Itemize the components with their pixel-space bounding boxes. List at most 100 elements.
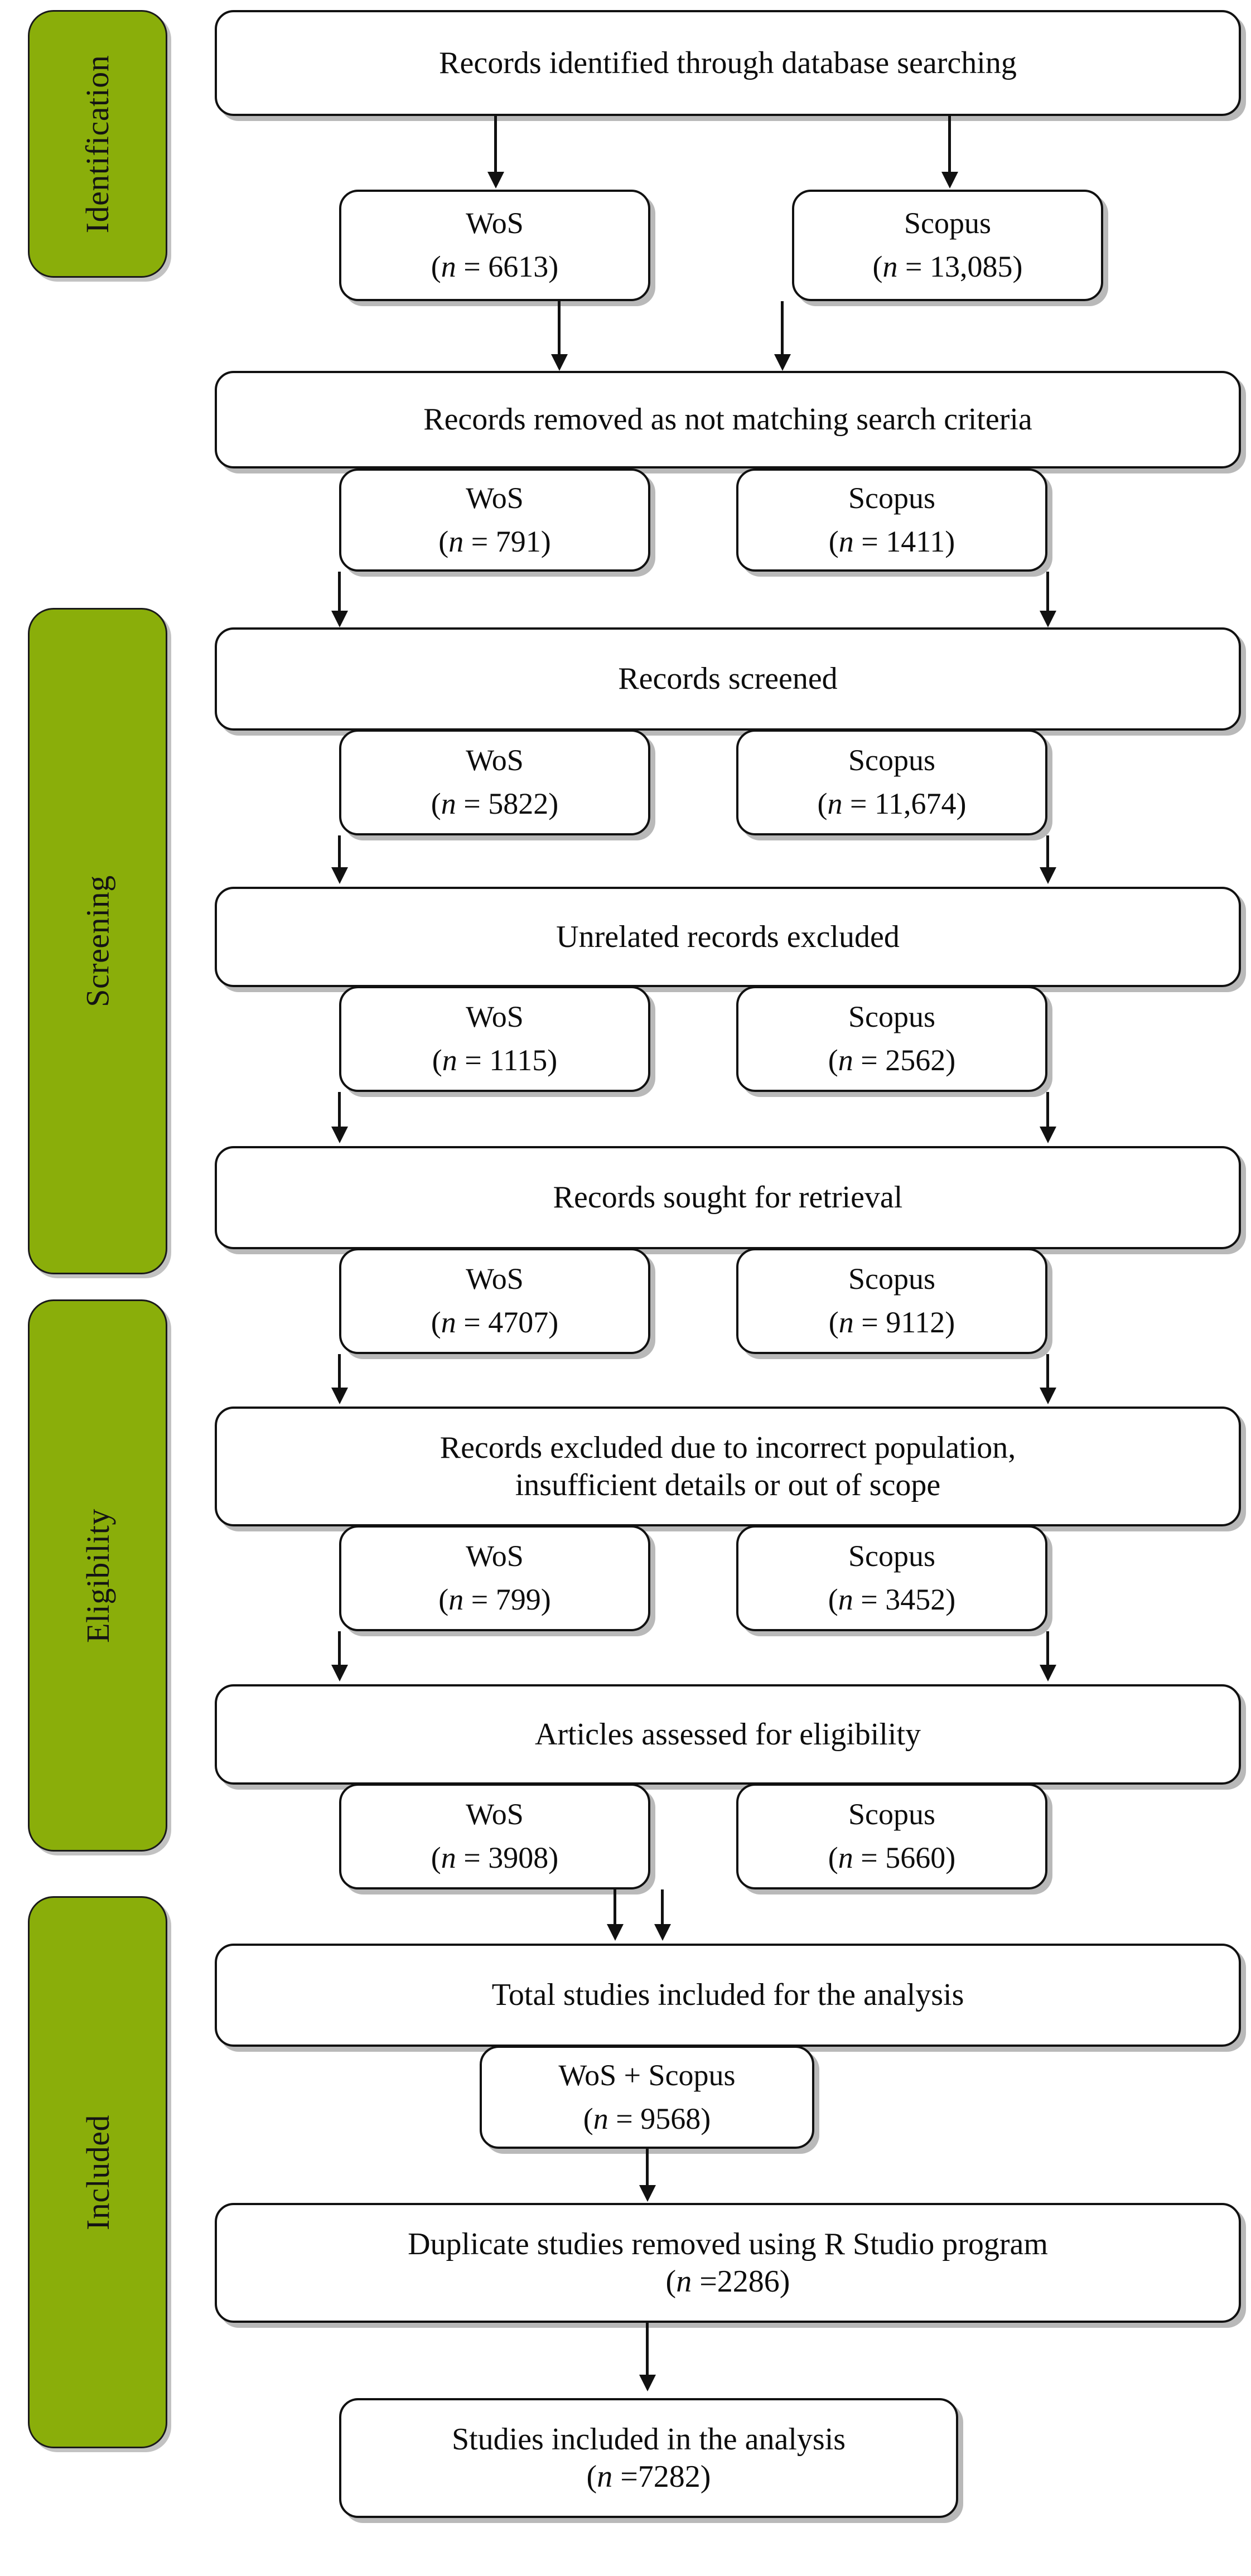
step-box-duplicates-removed: Duplicate studies removed using R Studio… bbox=[215, 2203, 1241, 2323]
source-count-text: (n = 1115) bbox=[432, 1043, 558, 1077]
source-name: WoS bbox=[466, 206, 524, 240]
source-count-text: (n = 9568) bbox=[583, 2101, 711, 2135]
connector-line bbox=[661, 1889, 664, 1927]
source-box-wos-scopus: WoS + Scopus (n = 9568) bbox=[480, 2046, 814, 2149]
stage-label-screening: Screening bbox=[79, 875, 116, 1007]
step-box-total-included: Total studies included for the analysis bbox=[215, 1944, 1241, 2047]
source-box-wos: WoS (n = 6613) bbox=[339, 190, 650, 301]
connector-arrow-icon bbox=[639, 2185, 656, 2202]
source-count-text: (n = 13,085) bbox=[872, 250, 1023, 283]
step-box-sought-retrieval: Records sought for retrieval bbox=[215, 1146, 1241, 1249]
stage-label-identification: Identification bbox=[79, 55, 116, 233]
connector-line bbox=[338, 572, 341, 613]
source-count-text: (n = 1411) bbox=[828, 524, 955, 558]
connector-line bbox=[558, 301, 561, 357]
source-box-wos: WoS (n = 791) bbox=[339, 468, 650, 572]
source-box-wos: WoS (n = 799) bbox=[339, 1525, 650, 1631]
step-box-assessed-eligibility: Articles assessed for eligibility bbox=[215, 1684, 1241, 1785]
stage-bar-eligibility: Eligibility bbox=[28, 1299, 167, 1852]
step-box-records-removed: Records removed as not matching search c… bbox=[215, 371, 1241, 468]
connector-arrow-icon bbox=[331, 1127, 348, 1143]
source-name: WoS bbox=[466, 1797, 524, 1831]
connector-arrow-icon bbox=[1040, 867, 1056, 884]
connector-arrow-icon bbox=[331, 867, 348, 884]
connector-arrow-icon bbox=[1040, 1388, 1056, 1404]
connector-line bbox=[338, 835, 341, 870]
connector-line bbox=[1046, 1354, 1049, 1390]
step-text: Duplicate studies removed using R Studio… bbox=[408, 2227, 1048, 2262]
stage-bar-screening: Screening bbox=[28, 608, 167, 1274]
source-name: Scopus bbox=[848, 1000, 935, 1034]
source-name: WoS bbox=[466, 481, 524, 515]
step-count: (n =2286) bbox=[665, 2264, 790, 2299]
connector-arrow-icon bbox=[487, 172, 504, 189]
step-text: Unrelated records excluded bbox=[556, 919, 900, 954]
source-name: Scopus bbox=[848, 743, 935, 777]
source-count-text: (n = 2562) bbox=[828, 1043, 956, 1077]
source-box-scopus: Scopus (n = 13,085) bbox=[792, 190, 1103, 301]
step-text: Total studies included for the analysis bbox=[491, 1978, 964, 2013]
connector-line bbox=[494, 116, 497, 175]
step-text: Studies included in the analysis bbox=[451, 2422, 846, 2457]
source-box-wos: WoS (n = 1115) bbox=[339, 986, 650, 1092]
connector-line bbox=[948, 116, 951, 175]
connector-arrow-icon bbox=[607, 1924, 624, 1941]
source-box-scopus: Scopus (n = 11,674) bbox=[736, 729, 1047, 835]
source-box-scopus: Scopus (n = 3452) bbox=[736, 1525, 1047, 1631]
step-box-unrelated-excluded: Unrelated records excluded bbox=[215, 887, 1241, 987]
source-count-text: (n = 5822) bbox=[431, 787, 559, 820]
connector-arrow-icon bbox=[331, 1388, 348, 1404]
stage-bar-identification: Identification bbox=[28, 10, 167, 278]
connector-arrow-icon bbox=[551, 354, 568, 371]
stage-bar-included: Included bbox=[28, 1896, 167, 2448]
connector-line bbox=[646, 2323, 649, 2379]
connector-arrow-icon bbox=[331, 1665, 348, 1681]
source-box-scopus: Scopus (n = 9112) bbox=[736, 1248, 1047, 1354]
source-box-scopus: Scopus (n = 1411) bbox=[736, 468, 1047, 572]
connector-arrow-icon bbox=[1040, 1665, 1056, 1681]
source-box-scopus: Scopus (n = 5660) bbox=[736, 1784, 1047, 1889]
source-count-text: (n = 11,674) bbox=[817, 787, 967, 820]
source-count-text: (n = 5660) bbox=[828, 1841, 956, 1874]
source-name: WoS bbox=[466, 1000, 524, 1034]
connector-line bbox=[614, 1889, 616, 1927]
source-count-text: (n = 3452) bbox=[828, 1583, 956, 1616]
source-count-text: (n = 3908) bbox=[431, 1841, 559, 1874]
connector-line bbox=[338, 1631, 341, 1668]
connector-arrow-icon bbox=[639, 2375, 656, 2391]
source-name: WoS bbox=[466, 1539, 524, 1573]
connector-arrow-icon bbox=[331, 611, 348, 627]
step-count: (n =7282) bbox=[586, 2459, 711, 2494]
step-box-studies-included: Studies included in the analysis (n =728… bbox=[339, 2398, 958, 2518]
source-count-text: (n = 799) bbox=[438, 1583, 551, 1616]
step-text: Records screened bbox=[618, 661, 838, 697]
source-name: WoS bbox=[466, 1262, 524, 1296]
source-box-wos: WoS (n = 5822) bbox=[339, 729, 650, 835]
connector-arrow-icon bbox=[941, 172, 958, 189]
step-text: Articles assessed for eligibility bbox=[534, 1717, 921, 1752]
source-name: Scopus bbox=[848, 1262, 935, 1296]
step-text: Records identified through database sear… bbox=[439, 45, 1017, 80]
step-text: Records sought for retrieval bbox=[553, 1180, 903, 1215]
connector-arrow-icon bbox=[774, 354, 791, 371]
connector-arrow-icon bbox=[654, 1924, 671, 1941]
stage-label-included: Included bbox=[79, 2114, 116, 2230]
connector-line bbox=[1046, 572, 1049, 613]
step-box-records-identified: Records identified through database sear… bbox=[215, 10, 1241, 116]
step-box-excluded-population: Records excluded due to incorrect popula… bbox=[215, 1407, 1241, 1526]
step-text: Records removed as not matching search c… bbox=[423, 402, 1032, 437]
connector-line bbox=[781, 301, 784, 357]
source-name: WoS bbox=[466, 743, 524, 777]
source-count-text: (n = 791) bbox=[438, 524, 551, 558]
source-name: Scopus bbox=[848, 1539, 935, 1573]
source-box-wos: WoS (n = 4707) bbox=[339, 1248, 650, 1354]
source-box-wos: WoS (n = 3908) bbox=[339, 1784, 650, 1889]
connector-line bbox=[1046, 835, 1049, 870]
connector-line bbox=[1046, 1631, 1049, 1668]
connector-line bbox=[338, 1354, 341, 1390]
source-count-text: (n = 9112) bbox=[828, 1306, 955, 1339]
source-name: WoS + Scopus bbox=[558, 2058, 736, 2092]
source-name: Scopus bbox=[904, 206, 991, 240]
connector-arrow-icon bbox=[1040, 611, 1056, 627]
